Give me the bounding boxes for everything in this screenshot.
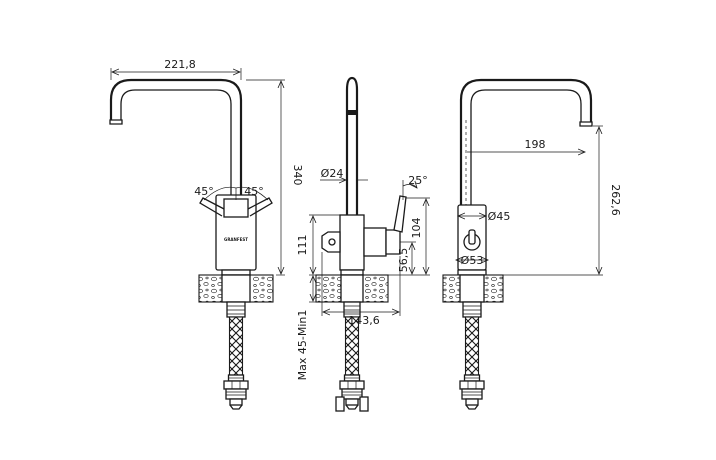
side-depth-label: 143,6 [348, 314, 380, 327]
front-lever-left [199, 197, 227, 217]
side-view: Ø24 25° 111 Max 45-Min1 [296, 76, 430, 412]
side-countertop-label: Max 45-Min1 [296, 310, 309, 381]
back-height-label: 262,6 [609, 184, 622, 216]
side-lever-angle-label: 25° [408, 174, 428, 187]
side-outlet-height-label: 56,5 [397, 248, 410, 273]
back-spout-outer [459, 78, 593, 205]
side-lever [393, 195, 407, 233]
side-body-height-label: 111 [296, 235, 309, 256]
back-view: Ø45 Ø53 198 262,6 [442, 78, 622, 410]
side-body [339, 214, 365, 271]
side-spout [345, 76, 359, 215]
side-spout-diameter-label: Ø24 [321, 167, 344, 180]
back-body-diameter-label: Ø45 [488, 210, 511, 223]
front-brand-logo: GRANFEST [224, 237, 248, 242]
front-reach-label: 221,8 [164, 58, 196, 71]
front-height-label: 340 [291, 165, 304, 186]
back-spout-inner [470, 89, 582, 205]
back-base-diameter-label: Ø53 [461, 254, 484, 267]
side-lever-height-label: 104 [410, 218, 423, 239]
front-spout-outer [109, 78, 243, 195]
front-spout-inner [120, 89, 232, 195]
back-reach-label: 198 [525, 138, 546, 151]
front-view: 45° 45° GRANFEST 221,8 340 [109, 58, 304, 410]
front-angle-left-label: 45° [194, 185, 214, 198]
front-angle-right-label: 45° [244, 185, 264, 198]
front-aerator [109, 119, 123, 125]
front-lever-right [245, 197, 273, 217]
